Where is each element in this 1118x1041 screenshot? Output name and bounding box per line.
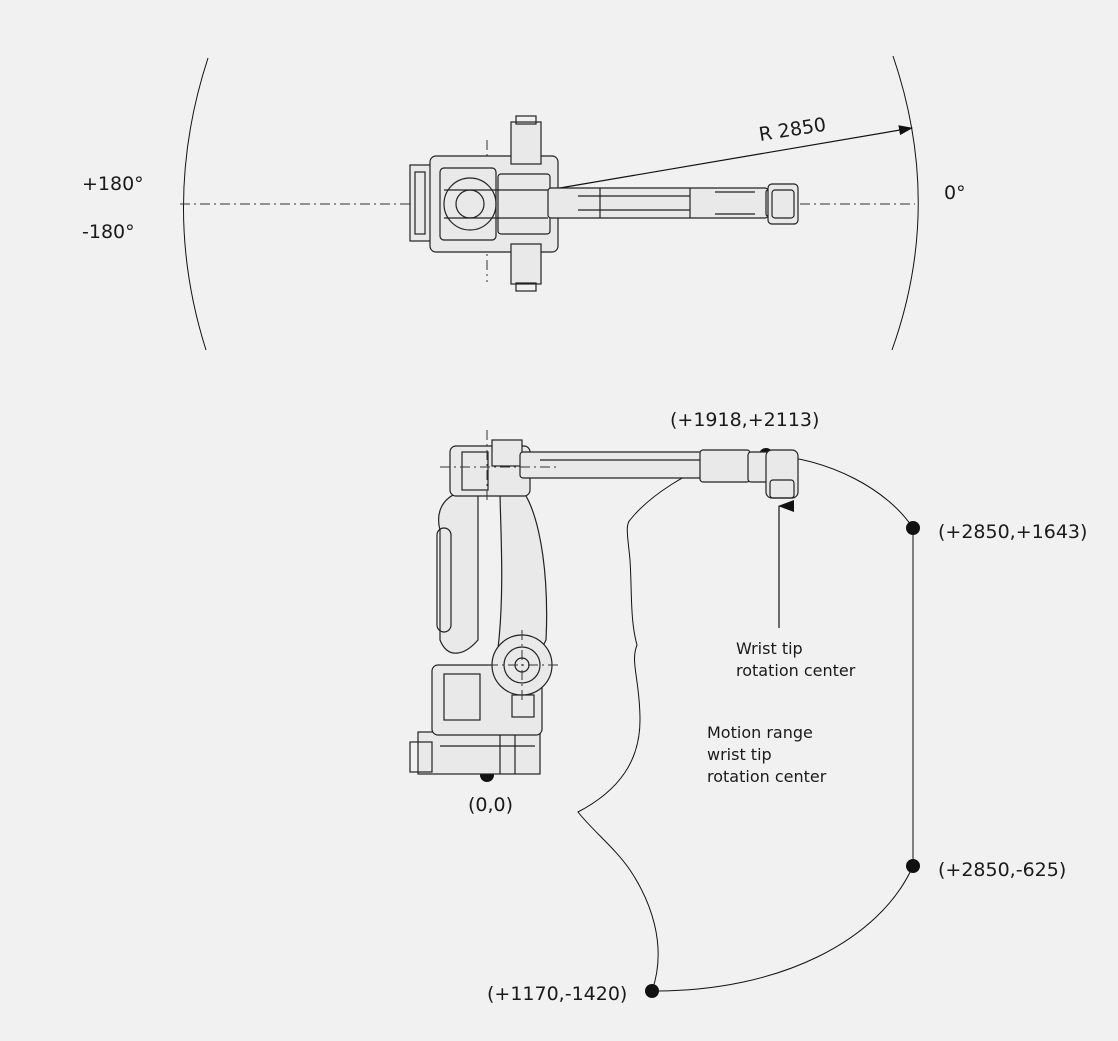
range-label-line1: Motion range	[707, 723, 813, 742]
origin-label: (0,0)	[468, 794, 513, 816]
point-bottom-marker	[645, 984, 659, 998]
angle-label-plus-180: +180°	[82, 173, 144, 195]
point-top-label: (+1918,+2113)	[670, 409, 819, 431]
point-bottom-label: (+1170,-1420)	[487, 983, 627, 1005]
point-right-upper-label: (+2850,+1643)	[938, 521, 1087, 543]
wrist-label-line1: Wrist tip	[736, 639, 803, 658]
robot-side-view	[409, 430, 799, 775]
reach-arc-right	[891, 55, 919, 351]
angle-label-minus-180: -180°	[82, 221, 135, 243]
top-view: R 2850 +180° -180° 0°	[82, 55, 966, 351]
point-right-lower-label: (+2850,-625)	[938, 859, 1066, 881]
point-right-upper-marker	[906, 521, 920, 535]
range-label-line2: wrist tip	[707, 745, 772, 764]
range-label-line3: rotation center	[707, 767, 827, 786]
angle-label-0: 0°	[944, 182, 966, 204]
side-view: (+1918,+2113) (+2850,+1643) (+2850,-625)…	[409, 409, 1087, 1005]
motion-range-envelope	[577, 454, 914, 992]
robot-top-view	[409, 115, 799, 292]
point-right-lower-marker	[906, 859, 920, 873]
radius-arrow	[547, 125, 913, 191]
wrist-label-line2: rotation center	[736, 661, 856, 680]
radius-label: R 2850	[757, 114, 827, 146]
